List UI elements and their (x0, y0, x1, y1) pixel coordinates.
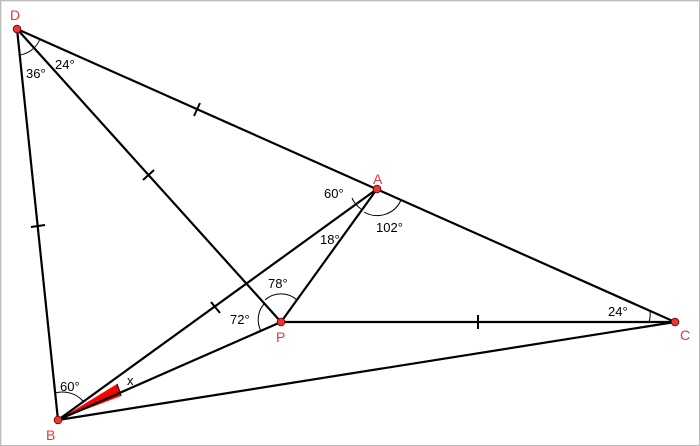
point-label-A: A (373, 171, 383, 187)
angle-arc-A-left (351, 197, 362, 210)
angle-label-D-right: 24° (55, 57, 75, 72)
angle-arc-D (19, 38, 41, 56)
point-D (12, 24, 22, 34)
angle-label-C: 24° (608, 304, 628, 319)
angle-arc-x (116, 383, 122, 397)
angle-label-A-right: 102° (376, 220, 403, 235)
segment-BP (56, 320, 283, 422)
point-label-D: D (10, 7, 20, 23)
angle-label-P-left: 72° (230, 312, 250, 327)
tick-mark-BA (210, 301, 221, 314)
angle-label-D-left: 36° (26, 66, 46, 81)
angle-label-A-inner: 18° (320, 232, 340, 247)
angle-arc-P-left (257, 303, 265, 332)
angle-arc-C (648, 310, 651, 323)
angle-arc-P-top (264, 293, 298, 301)
tick-mark-DA (193, 102, 201, 117)
point-label-C: C (680, 327, 690, 343)
angle-label-x: x (127, 373, 134, 388)
point-label-B: B (46, 427, 55, 443)
tick-mark-DB (30, 224, 46, 228)
segment-BC (56, 320, 677, 422)
point-B (53, 415, 63, 425)
tick-mark-DP (142, 169, 155, 181)
angle-arc-A-right (363, 199, 402, 217)
angle-x-wedge (58, 384, 121, 420)
segment-DB (15, 27, 60, 422)
segment-AP (279, 187, 379, 324)
segment-DC (15, 27, 677, 324)
angle-label-P-top: 78° (268, 276, 288, 291)
angle-arc-B (54, 391, 84, 402)
point-P (276, 317, 286, 327)
angle-label-B: 60° (60, 379, 80, 394)
point-label-P: P (276, 329, 285, 345)
point-A (372, 184, 382, 194)
angle-label-A-left: 60° (324, 186, 344, 201)
point-C (670, 317, 680, 327)
segment-BA (56, 187, 379, 422)
